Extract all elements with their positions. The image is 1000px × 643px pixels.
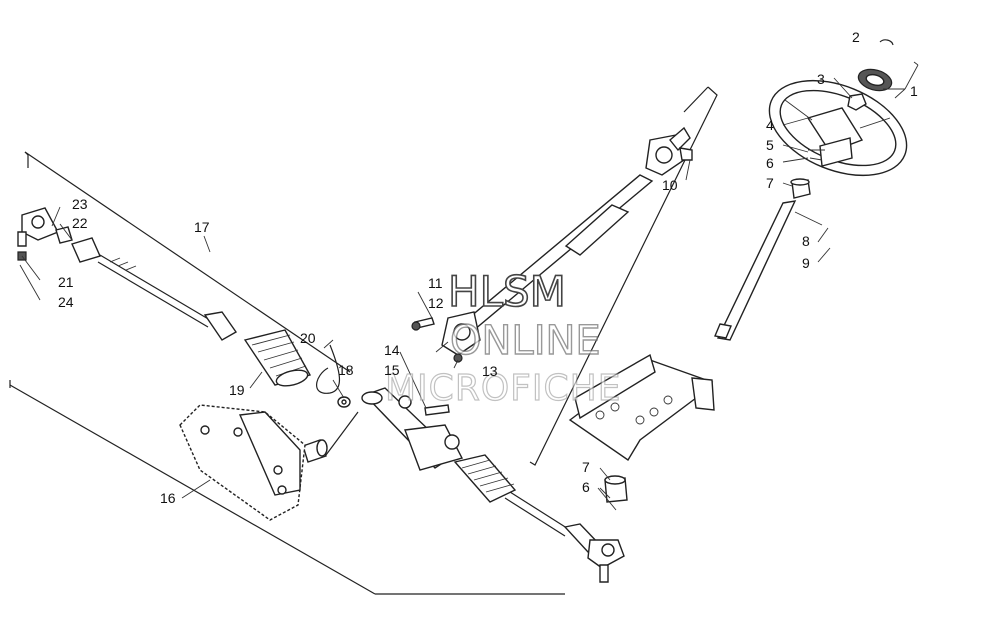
pin-2 <box>879 39 894 46</box>
watermark-line-3: MICROFICHE <box>385 368 621 409</box>
spacer-lower-left <box>302 439 328 463</box>
callout-11: 11 <box>428 275 443 291</box>
callout-23: 23 <box>72 196 88 212</box>
callout-7-upper: 7 <box>766 175 774 191</box>
horn-cap <box>857 68 893 92</box>
callout-18: 18 <box>338 362 354 378</box>
bolt-13 <box>453 353 463 363</box>
callout-1: 1 <box>910 83 918 99</box>
bushing-lower <box>604 475 628 503</box>
assembly-outline-column <box>529 86 718 466</box>
washer-18 <box>337 396 351 408</box>
assembly-outline-16 <box>9 151 565 595</box>
callout-17: 17 <box>194 219 210 235</box>
callout-15: 15 <box>384 362 400 378</box>
callout-24: 24 <box>58 294 74 310</box>
callout-10: 10 <box>662 177 678 193</box>
callout-22: 22 <box>72 215 88 231</box>
callout-7-lower: 7 <box>582 459 590 475</box>
callout-9: 9 <box>802 255 810 271</box>
steering-shaft <box>714 200 823 341</box>
callout-14: 14 <box>384 342 400 358</box>
watermark: HLSM ONLINE MICROFICHE <box>384 266 621 409</box>
bolt-14-15 <box>398 395 450 416</box>
steering-rack <box>361 387 602 553</box>
intermediate-shaft <box>441 126 693 356</box>
callout-8: 8 <box>802 233 810 249</box>
bushing-7 <box>790 178 811 199</box>
bolt-11-12 <box>411 317 435 331</box>
callout-6-upper: 6 <box>766 155 774 171</box>
tie-rod-end-left <box>17 207 59 247</box>
watermark-line-1: HLSM <box>448 267 566 316</box>
sleeve-23 <box>71 237 101 263</box>
callout-2: 2 <box>852 29 860 45</box>
leader-lines <box>19 61 919 511</box>
nut-3 <box>847 93 867 111</box>
boot-clamp <box>316 344 340 394</box>
callout-4: 4 <box>766 117 774 133</box>
tie-rod-end-right <box>587 539 625 583</box>
callout-19: 19 <box>229 382 245 398</box>
watermark-line-2: ONLINE <box>450 318 601 364</box>
callout-13: 13 <box>482 363 498 379</box>
rack-boot <box>243 329 312 387</box>
tie-rod-left <box>97 254 238 341</box>
steering-wheel <box>768 79 908 177</box>
callout-6-lower: 6 <box>582 479 590 495</box>
callout-16: 16 <box>160 490 176 506</box>
washer-5-6 <box>808 149 825 161</box>
column-mount-bracket <box>568 353 715 461</box>
callout-21: 21 <box>58 274 74 290</box>
callouts: 1 2 3 4 5 6 7 8 9 10 11 12 13 14 15 16 1… <box>58 29 918 506</box>
callout-3: 3 <box>817 71 825 87</box>
callout-5: 5 <box>766 137 774 153</box>
callout-20: 20 <box>300 330 316 346</box>
callout-12: 12 <box>428 295 444 311</box>
frame-bracket <box>179 404 306 521</box>
